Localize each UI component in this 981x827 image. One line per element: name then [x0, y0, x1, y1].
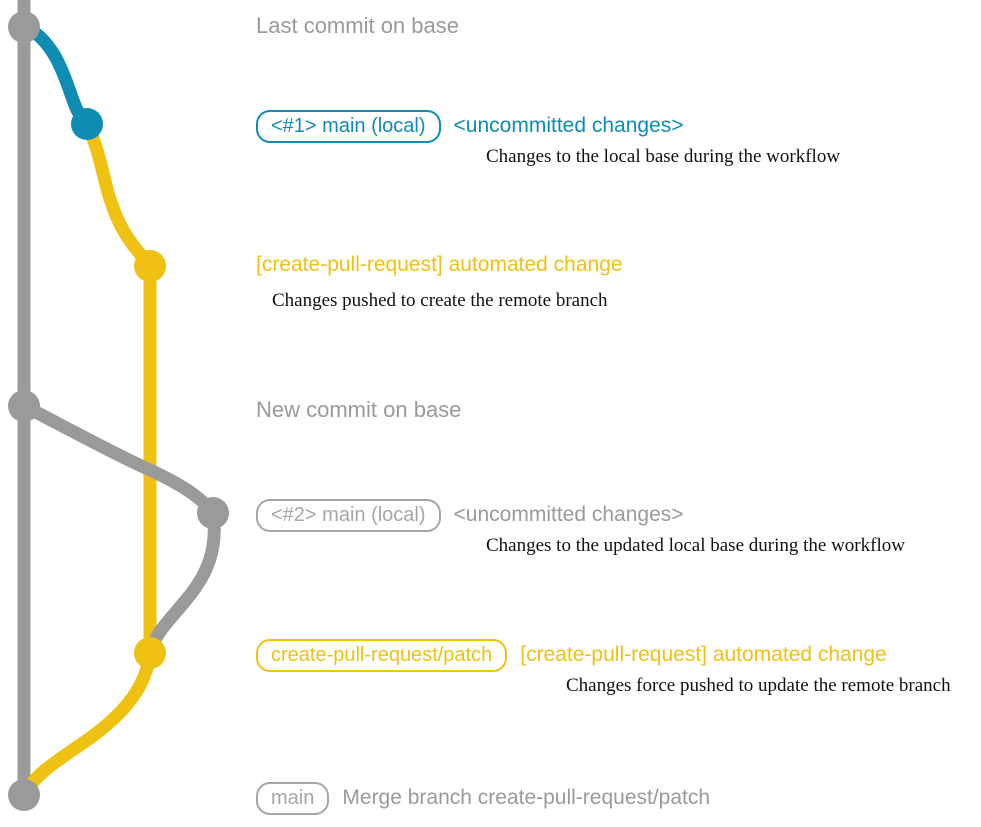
- branch-line-patch-upper: [80, 117, 157, 273]
- commit-node-c7[interactable]: [8, 779, 40, 811]
- commit-headline-c1: Last commit on base: [256, 13, 459, 38]
- commit-subject-c2: <uncommitted changes>: [453, 114, 684, 137]
- commit-note-c6: Changes force pushed to update the remot…: [566, 675, 951, 696]
- commit-subject-c5: <uncommitted changes>: [453, 503, 684, 526]
- branch-pill-main-local-1[interactable]: <#1> main (local): [256, 110, 441, 143]
- commit-note-c5: Changes to the updated local base during…: [486, 535, 905, 556]
- commit-graph: [8, 0, 229, 811]
- commit-row-c3: [create-pull-request] automated change: [256, 254, 623, 275]
- branch-line-base-to-local-1: [17, 20, 94, 131]
- branch-pill-main-local-2[interactable]: <#2> main (local): [256, 499, 441, 532]
- branch-line-patch-merge: [17, 646, 157, 802]
- commit-subject-c6: [create-pull-request] automated change: [520, 643, 887, 666]
- branch-pill-create-pull-request-patch[interactable]: create-pull-request/patch: [256, 639, 508, 672]
- branch-pill-main[interactable]: main: [256, 782, 330, 815]
- commit-subject-c7: Merge branch create-pull-request/patch: [342, 786, 711, 809]
- commit-row-c5: <#2> main (local) <uncommitted changes>: [256, 499, 684, 532]
- commit-headline-c4: New commit on base: [256, 397, 462, 422]
- commit-node-c3[interactable]: [134, 250, 166, 282]
- branch-line-local-2-to-patch: [143, 506, 221, 660]
- commit-subject-c3: [create-pull-request] automated change: [256, 253, 623, 276]
- commit-row-c2: <#1> main (local) <uncommitted changes>: [256, 110, 684, 143]
- commit-node-c6[interactable]: [134, 637, 166, 669]
- commit-node-c4[interactable]: [8, 390, 40, 422]
- commit-node-c5[interactable]: [197, 497, 229, 529]
- commit-row-c6: create-pull-request/patch [create-pull-r…: [256, 639, 887, 672]
- commit-node-c2[interactable]: [71, 108, 103, 140]
- commit-node-c1[interactable]: [8, 11, 40, 43]
- commit-row-c7: main Merge branch create-pull-request/pa…: [256, 782, 710, 815]
- commit-note-c3: Changes pushed to create the remote bran…: [272, 290, 608, 311]
- commit-note-c2: Changes to the local base during the wor…: [486, 146, 841, 167]
- branch-line-base-to-local-2: [17, 399, 220, 520]
